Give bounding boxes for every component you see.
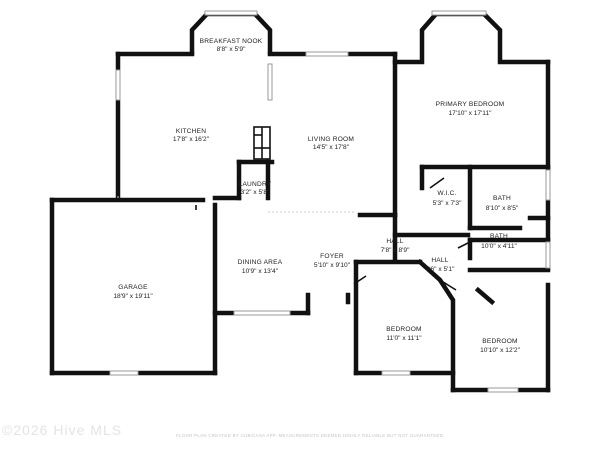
windows bbox=[109, 10, 551, 393]
room-dim-living-room: 14'5" x 17'8" bbox=[313, 144, 350, 151]
room-name-foyer: FOYER bbox=[320, 253, 344, 260]
garage-door-marker bbox=[50, 286, 54, 294]
room-name-primary-bedroom: PRIMARY BEDROOM bbox=[436, 101, 505, 108]
room-name-hall-1: HALL bbox=[386, 238, 403, 245]
room-dim-kitchen: 17'8" x 16'2" bbox=[173, 136, 210, 143]
fireplace bbox=[253, 126, 271, 160]
room-dim-wic: 5'3" x 7'3" bbox=[433, 200, 462, 207]
room-dim-dining-area: 10'9" x 13'4" bbox=[242, 268, 279, 275]
room-dim-breakfast-nook: 8'8" x 5'9" bbox=[217, 46, 246, 53]
room-name-laundry: LAUNDRY bbox=[239, 181, 272, 188]
room-dim-bath-primary: 8'10" x 8'5" bbox=[486, 205, 519, 212]
watermark: ©2026 Hive MLS bbox=[2, 422, 123, 438]
room-name-kitchen: KITCHEN bbox=[176, 128, 206, 135]
room-name-bath-2: BATH bbox=[490, 233, 508, 240]
room-name-living-room: LIVING ROOM bbox=[308, 136, 354, 143]
walls bbox=[49, 11, 551, 393]
room-dim-laundry: 3'2" x 5'8" bbox=[241, 189, 270, 196]
room-dim-bedroom-2: 10'10" x 12'2" bbox=[480, 347, 520, 354]
room-dim-hall-1: 7'8" x 8'9" bbox=[381, 247, 410, 254]
room-name-garage: GARAGE bbox=[118, 284, 148, 291]
room-name-wic: W.I.C. bbox=[437, 190, 456, 197]
room-name-breakfast-nook: BREAKFAST NOOK bbox=[200, 38, 263, 45]
room-dim-bath-2: 10'0" x 4'11" bbox=[481, 243, 517, 250]
room-dim-garage: 18'9" x 19'11" bbox=[113, 293, 153, 300]
room-name-bedroom-2: BEDROOM bbox=[482, 338, 517, 345]
room-dim-bedroom-1: 11'0" x 11'1" bbox=[386, 335, 422, 342]
room-name-bedroom-1: BEDROOM bbox=[386, 326, 421, 333]
room-labels: BREAKFAST NOOK 8'8" x 5'9" KITCHEN 17'8"… bbox=[113, 38, 520, 354]
room-name-hall-2: HALL bbox=[431, 257, 448, 264]
room-dim-hall-2: 7'6" x 5'1" bbox=[426, 266, 455, 273]
room-name-dining-area: DINING AREA bbox=[238, 259, 283, 266]
footer-disclaimer: FLOOR PLAN CREATED BY CUBICASA APP. MEAS… bbox=[176, 433, 445, 438]
room-dim-foyer: 5'10" x 9'10" bbox=[314, 262, 351, 269]
room-name-bath-primary: BATH bbox=[493, 195, 511, 202]
openings bbox=[117, 177, 471, 291]
room-dim-primary-bedroom: 17'10" x 17'11" bbox=[448, 110, 492, 117]
